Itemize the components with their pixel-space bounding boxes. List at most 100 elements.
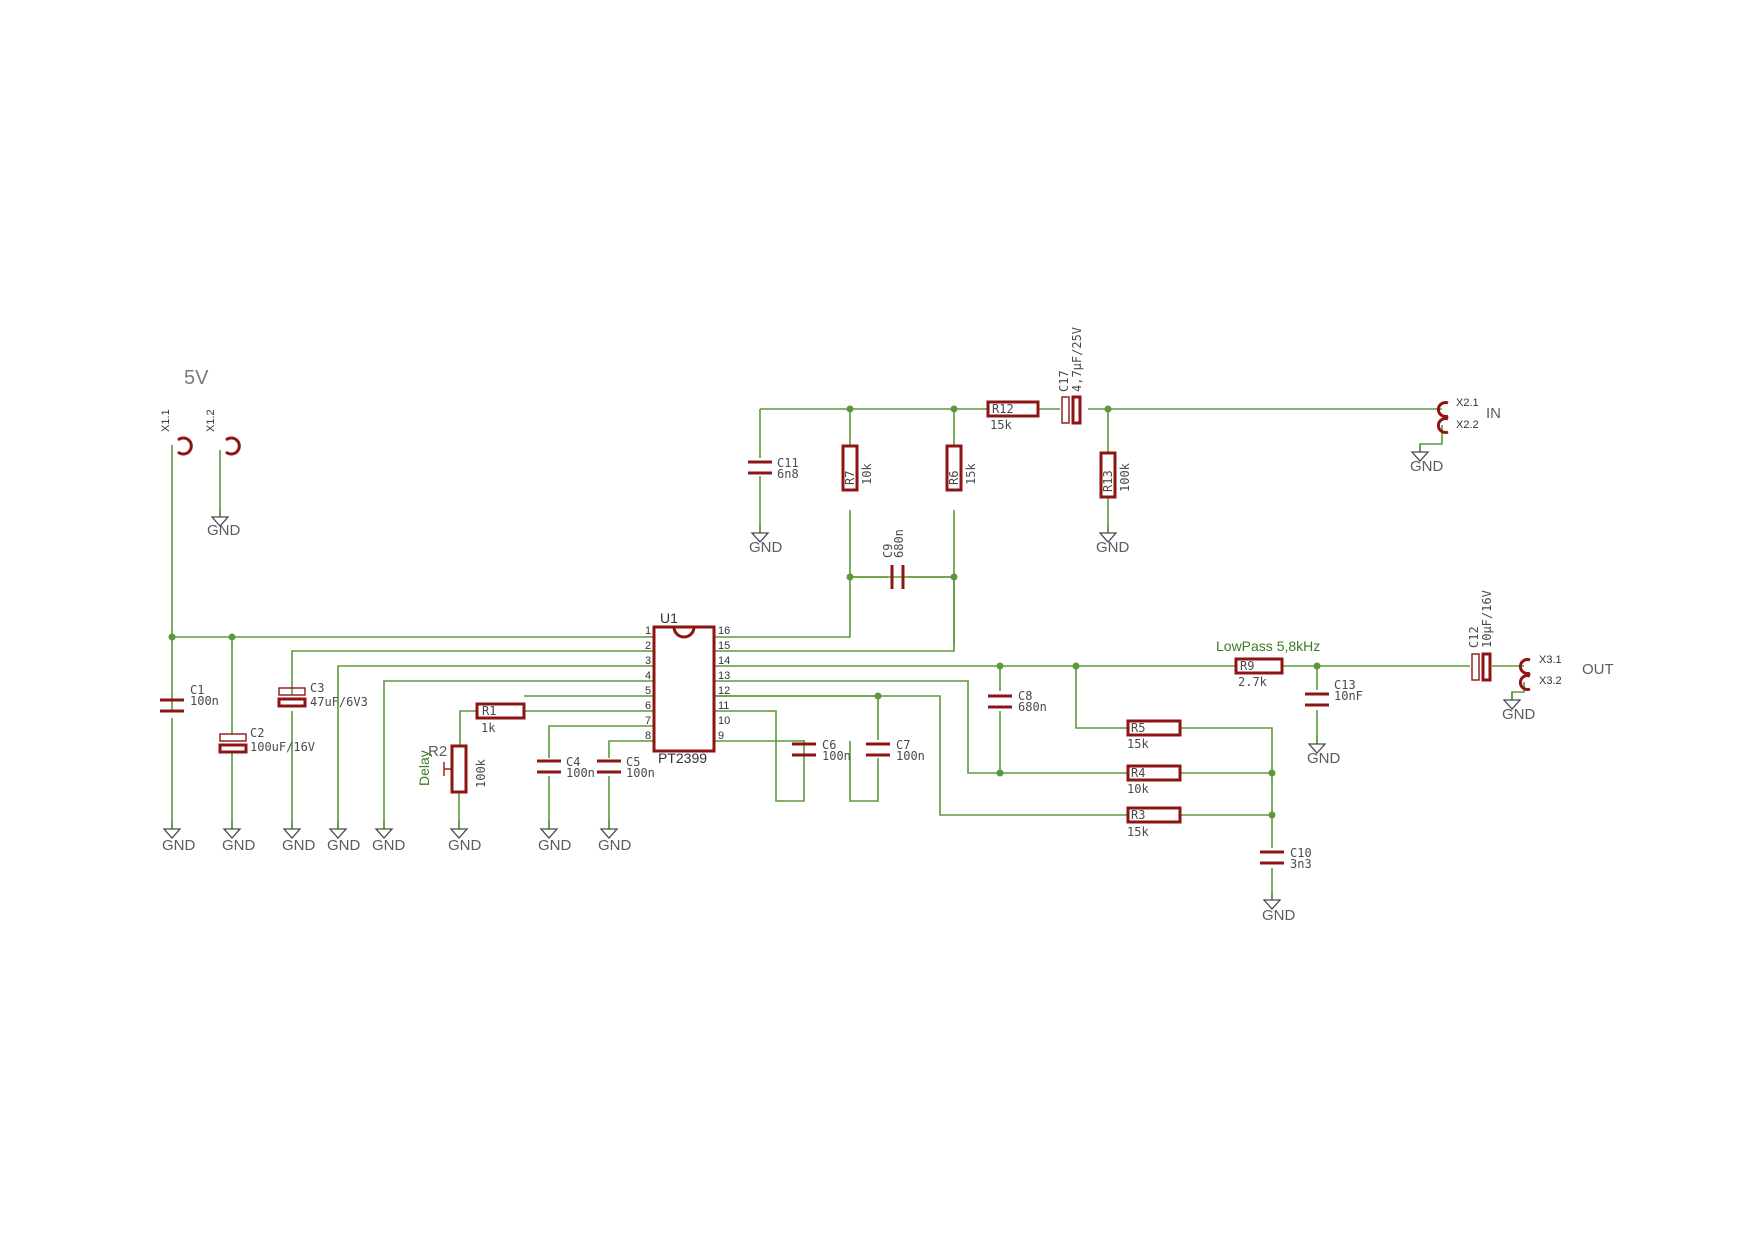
connector-x1-1: X1.1 xyxy=(160,409,193,456)
capacitor-c8: C8 680n xyxy=(988,689,1047,714)
capacitor-c6: C6 100n xyxy=(792,738,851,763)
r2-value: 100k xyxy=(474,758,488,788)
gnd-label: GND xyxy=(1262,907,1296,924)
c5-value: 100n xyxy=(626,766,655,780)
c13-ref: C13 xyxy=(1334,678,1356,692)
ic-right-pins: 16 15 14 13 12 11 10 9 xyxy=(718,625,730,742)
pin-number: 15 xyxy=(718,640,730,652)
r2-note: Delay xyxy=(416,750,432,786)
resistor-r9: R9 2.7k LowPass 5,8kHz xyxy=(1216,638,1320,689)
output-label: OUT xyxy=(1582,661,1614,678)
pin-number: 13 xyxy=(718,670,730,682)
pin-number: 10 xyxy=(718,715,730,727)
ic-ref: U1 xyxy=(660,610,678,626)
c12-value: 10µF/16V xyxy=(1480,590,1494,648)
capacitor-c7: C7 100n xyxy=(866,738,925,763)
c11-ref: C11 xyxy=(777,456,799,470)
output-pin2: X3.2 xyxy=(1539,675,1562,687)
r9-note: LowPass 5,8kHz xyxy=(1216,638,1320,654)
pin-number: 7 xyxy=(645,715,651,727)
c3-ref: C3 xyxy=(310,681,324,695)
ic-pt2399: U1 PT2399 1 2 3 4 5 6 7 8 16 15 14 13 12… xyxy=(645,610,730,766)
junctions xyxy=(168,405,1321,819)
gnd-label: GND xyxy=(1502,706,1536,723)
resistor-r12: R12 15k xyxy=(986,400,1040,432)
c2-value: 100uF/16V xyxy=(250,740,315,754)
c10-ref: C10 xyxy=(1290,846,1312,860)
pin-number: 16 xyxy=(718,625,730,637)
c2-ref: C2 xyxy=(250,726,264,740)
c3-value: 47uF/6V3 xyxy=(310,695,368,709)
resistor-r1: R1 1k xyxy=(475,702,526,735)
pin-number: 11 xyxy=(718,700,729,712)
c7-ref: C7 xyxy=(896,738,910,752)
input-pin1: X2.1 xyxy=(1456,397,1479,409)
r6-ref: R6 xyxy=(947,471,961,485)
c9-value: 680n xyxy=(892,529,906,558)
resistor-r5: R5 15k xyxy=(1126,719,1182,751)
r2-ref: R2 xyxy=(428,743,447,760)
c8-value: 680n xyxy=(1018,700,1047,714)
r12-value: 15k xyxy=(990,418,1012,432)
capacitor-c17: C17 4,7µF/25V xyxy=(1057,327,1084,425)
r4-ref: R4 xyxy=(1131,766,1145,780)
c11-value: 6n8 xyxy=(777,467,799,481)
capacitor-c4: C4 100n xyxy=(537,755,595,780)
r7-value: 10k xyxy=(860,463,874,485)
gnd-label: GND xyxy=(162,837,196,854)
capacitor-c13: C13 10nF xyxy=(1305,678,1363,707)
r9-ref: R9 xyxy=(1240,659,1254,673)
gnd-label: GND xyxy=(1410,458,1444,475)
capacitor-c9: C9 680n xyxy=(881,529,906,589)
gnd-label: GND xyxy=(372,837,406,854)
c17-ref: C17 xyxy=(1057,370,1071,392)
capacitor-c12: C12 10µF/16V xyxy=(1467,590,1494,682)
r6-value: 15k xyxy=(964,463,978,485)
gnd-label: GND xyxy=(538,837,572,854)
pin-number: 14 xyxy=(718,655,730,667)
r5-ref: R5 xyxy=(1131,721,1145,735)
c8-ref: C8 xyxy=(1018,689,1032,703)
c1-ref: C1 xyxy=(190,683,204,697)
connector-label: X1.2 xyxy=(205,409,217,432)
c13-value: 10nF xyxy=(1334,689,1363,703)
capacitor-c11: C11 6n8 xyxy=(748,456,799,481)
pin-number: 9 xyxy=(718,730,724,742)
resistor-r7: R7 10k xyxy=(841,444,874,492)
gnd-label: GND xyxy=(207,522,241,539)
resistor-r13: R13 100k xyxy=(1099,451,1132,499)
c10-value: 3n3 xyxy=(1290,857,1312,871)
r9-value: 2.7k xyxy=(1238,675,1268,689)
r12-ref: R12 xyxy=(992,402,1014,416)
ic-part: PT2399 xyxy=(658,750,707,766)
pin-number: 5 xyxy=(645,685,651,697)
r7-ref: R7 xyxy=(843,471,857,485)
r13-ref: R13 xyxy=(1101,470,1115,492)
gnd-label: GND xyxy=(448,837,482,854)
gnd-label: GND xyxy=(749,539,783,556)
input-label: IN xyxy=(1486,405,1501,422)
c12-ref: C12 xyxy=(1467,626,1481,648)
pin-number: 6 xyxy=(645,700,651,712)
resistor-r4: R4 10k xyxy=(1126,764,1182,796)
gnd-label: GND xyxy=(282,837,316,854)
output-connector: X3.1 X3.2 OUT xyxy=(1518,654,1614,691)
resistor-r3: R3 15k xyxy=(1126,806,1182,839)
connector-x1-2: X1.2 xyxy=(205,409,241,456)
c4-value: 100n xyxy=(566,766,595,780)
capacitor-c2: C2 100uF/16V xyxy=(218,726,315,754)
resistor-r6: R6 15k xyxy=(945,444,978,492)
pin-number: 3 xyxy=(645,655,651,667)
trimmer-r2: R2 100k Delay xyxy=(416,743,488,794)
c6-ref: C6 xyxy=(822,738,836,752)
input-pin2: X2.2 xyxy=(1456,419,1479,431)
c17-value: 4,7µF/25V xyxy=(1070,327,1084,392)
pin-number: 4 xyxy=(645,670,651,682)
output-pin1: X3.1 xyxy=(1539,654,1562,666)
gnd-label: GND xyxy=(327,837,361,854)
r3-value: 15k xyxy=(1127,825,1149,839)
supply-title: 5V xyxy=(184,367,209,389)
gnd-label: GND xyxy=(1307,750,1341,767)
gnd-label: GND xyxy=(1096,539,1130,556)
